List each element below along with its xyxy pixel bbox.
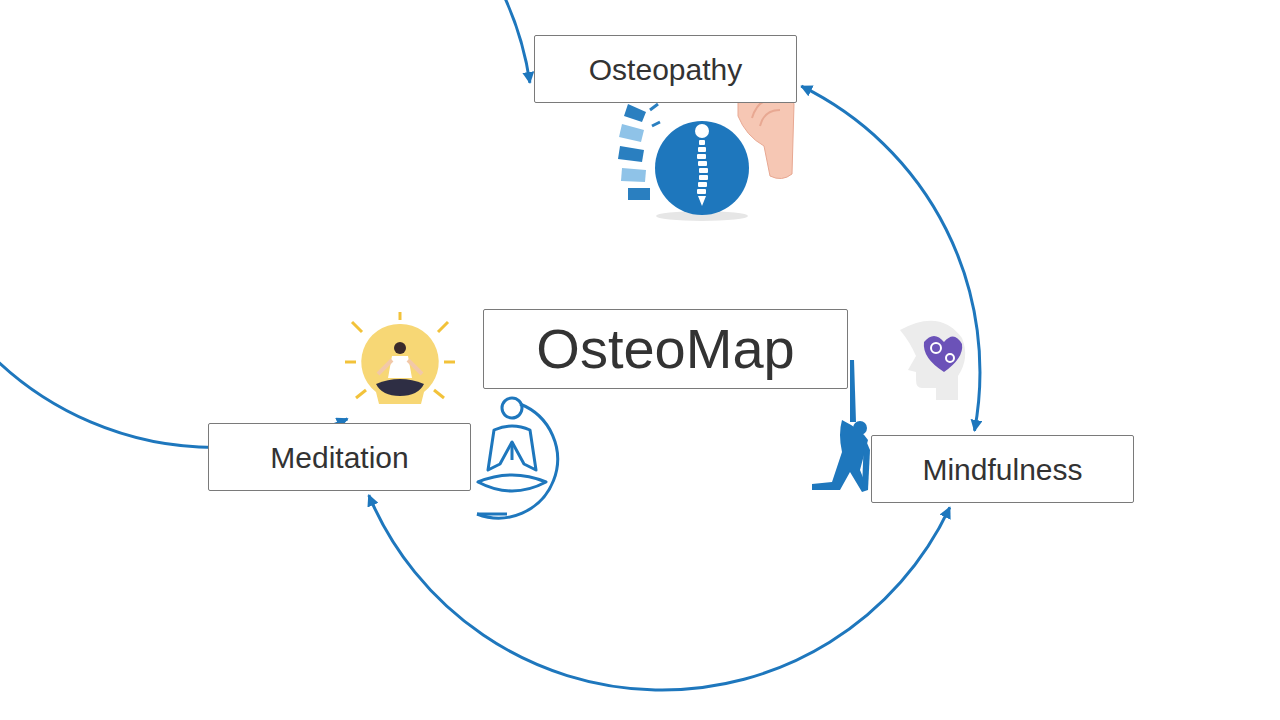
process-box: Mindfulness xyxy=(871,435,1134,503)
spine-fragment xyxy=(618,104,660,200)
meditator-outline xyxy=(477,398,558,518)
meditation-bulb xyxy=(345,312,455,404)
title-box: OsteoMap xyxy=(483,309,848,389)
cycle-arrow xyxy=(0,0,530,448)
process-box: Meditation xyxy=(208,423,471,491)
node-label: Meditation xyxy=(270,441,408,474)
node-label: Osteopathy xyxy=(589,53,742,86)
node-label: OsteoMap xyxy=(536,318,794,380)
mind-head xyxy=(900,321,965,400)
spine-badge xyxy=(655,121,749,215)
cycle-arrow xyxy=(369,495,950,690)
spine-symbol xyxy=(695,124,709,206)
process-box: Osteopathy xyxy=(534,35,797,103)
node-label: Mindfulness xyxy=(922,453,1082,486)
